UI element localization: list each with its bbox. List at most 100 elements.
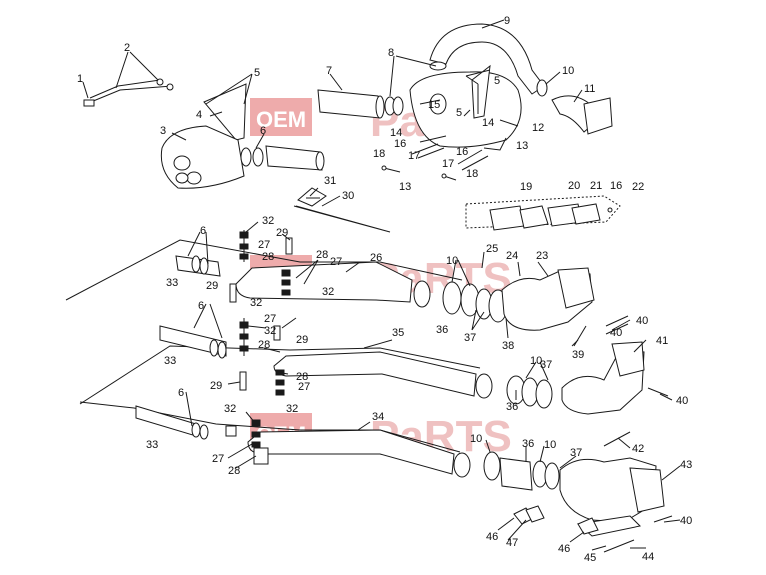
callout-32: 32 <box>264 325 276 337</box>
callout-40: 40 <box>680 515 692 527</box>
expansion-chamber-12 <box>409 71 522 148</box>
callout-2: 2 <box>124 42 130 54</box>
callout-5: 5 <box>456 107 462 119</box>
tab-31 <box>297 187 327 207</box>
stud-assembly-upper <box>229 230 293 303</box>
callout-4: 4 <box>196 109 202 121</box>
callout-18: 18 <box>373 148 385 160</box>
callout-17: 17 <box>408 150 420 162</box>
callout-22: 22 <box>632 181 644 193</box>
callout-37: 37 <box>540 359 552 371</box>
coupler-36-37-upper <box>442 281 508 323</box>
gasket-manifold-19-20-21 <box>465 195 621 231</box>
pipe-26 <box>65 239 463 308</box>
stud-assembly-lower <box>225 419 269 465</box>
tailpipe-33-middle <box>159 325 227 359</box>
callout-20: 20 <box>568 180 580 192</box>
callout-46: 46 <box>558 543 570 555</box>
callout-10: 10 <box>446 255 458 267</box>
callout-34: 34 <box>372 411 384 423</box>
manifold-43 <box>559 457 665 523</box>
tailpipe-top <box>265 145 325 171</box>
callout-25: 25 <box>486 243 498 255</box>
callout-40: 40 <box>636 315 648 327</box>
callout-32: 32 <box>262 215 274 227</box>
tailpipe-33-upper <box>175 255 221 277</box>
callout-29: 29 <box>276 227 288 239</box>
callout-39: 39 <box>572 349 584 361</box>
callout-7: 7 <box>326 65 332 77</box>
callout-27: 27 <box>264 313 276 325</box>
callout-47: 47 <box>506 537 518 549</box>
callout-35: 35 <box>392 327 404 339</box>
callout-36: 36 <box>436 324 448 336</box>
callout-10: 10 <box>530 355 542 367</box>
callout-36: 36 <box>506 401 518 413</box>
callout-45: 45 <box>584 552 596 564</box>
callout-41: 41 <box>656 335 668 347</box>
tailpipe-33-lower <box>135 405 209 440</box>
bolt-40-lower <box>653 515 673 523</box>
callout-15: 15 <box>428 99 440 111</box>
callout-28: 28 <box>296 371 308 383</box>
bolts-18-13 <box>381 165 457 181</box>
callout-6: 6 <box>260 125 266 137</box>
callout-28: 28 <box>228 465 240 477</box>
mounts-46-47 <box>513 505 599 535</box>
callout-44: 44 <box>642 551 654 563</box>
callout-32: 32 <box>322 286 334 298</box>
coupler-rings-8 <box>384 96 404 116</box>
callout-13: 13 <box>516 140 528 152</box>
leader-lines <box>82 19 681 551</box>
stud-assembly-middle <box>239 318 285 396</box>
callout-33: 33 <box>166 277 178 289</box>
callout-5: 5 <box>254 67 260 79</box>
callout-33: 33 <box>164 355 176 367</box>
spring-bracket-5 <box>471 64 491 119</box>
elbow-11 <box>551 95 613 135</box>
callout-18: 18 <box>466 168 478 180</box>
callout-10: 10 <box>470 433 482 445</box>
callout-14: 14 <box>482 117 494 129</box>
callout-42: 42 <box>632 443 644 455</box>
callout-32: 32 <box>250 297 262 309</box>
callout-40: 40 <box>676 395 688 407</box>
callout-10: 10 <box>544 439 556 451</box>
callout-9: 9 <box>504 15 510 27</box>
callout-12: 12 <box>532 122 544 134</box>
watermark-brand: OEM <box>256 107 306 132</box>
coupler-36-37-middle <box>506 375 553 409</box>
callout-24: 24 <box>506 250 518 262</box>
callout-6: 6 <box>198 300 204 312</box>
callout-21: 21 <box>590 180 602 192</box>
callout-28: 28 <box>258 339 270 351</box>
callout-46: 46 <box>486 531 498 543</box>
callout-14: 14 <box>390 127 402 139</box>
callout-32: 32 <box>286 403 298 415</box>
callout-17: 17 <box>442 158 454 170</box>
muffler <box>160 125 245 189</box>
callout-19: 19 <box>520 181 532 193</box>
callout-26: 26 <box>370 252 382 264</box>
pipe-7 <box>317 89 385 119</box>
callout-16: 16 <box>456 146 468 158</box>
clamp-ring-top <box>240 147 264 167</box>
pipe-35 <box>79 345 493 405</box>
callout-28: 28 <box>316 249 328 261</box>
bolts-40-42 <box>603 387 669 447</box>
callout-16: 16 <box>394 138 406 150</box>
callout-28: 28 <box>262 251 274 263</box>
springs-14-16 <box>411 135 507 171</box>
callout-29: 29 <box>210 380 222 392</box>
callout-labels: 1 2 3 4 5 5 5 6 6 6 6 7 8 9 10 10 10 10 … <box>77 15 692 564</box>
callout-31: 31 <box>324 175 336 187</box>
ring-10-top <box>536 79 548 97</box>
coupler-36-37-lower <box>483 451 560 491</box>
callout-40: 40 <box>610 327 622 339</box>
callout-43: 43 <box>680 459 692 471</box>
callout-29: 29 <box>296 334 308 346</box>
callout-33: 33 <box>146 439 158 451</box>
callout-10: 10 <box>562 65 574 77</box>
